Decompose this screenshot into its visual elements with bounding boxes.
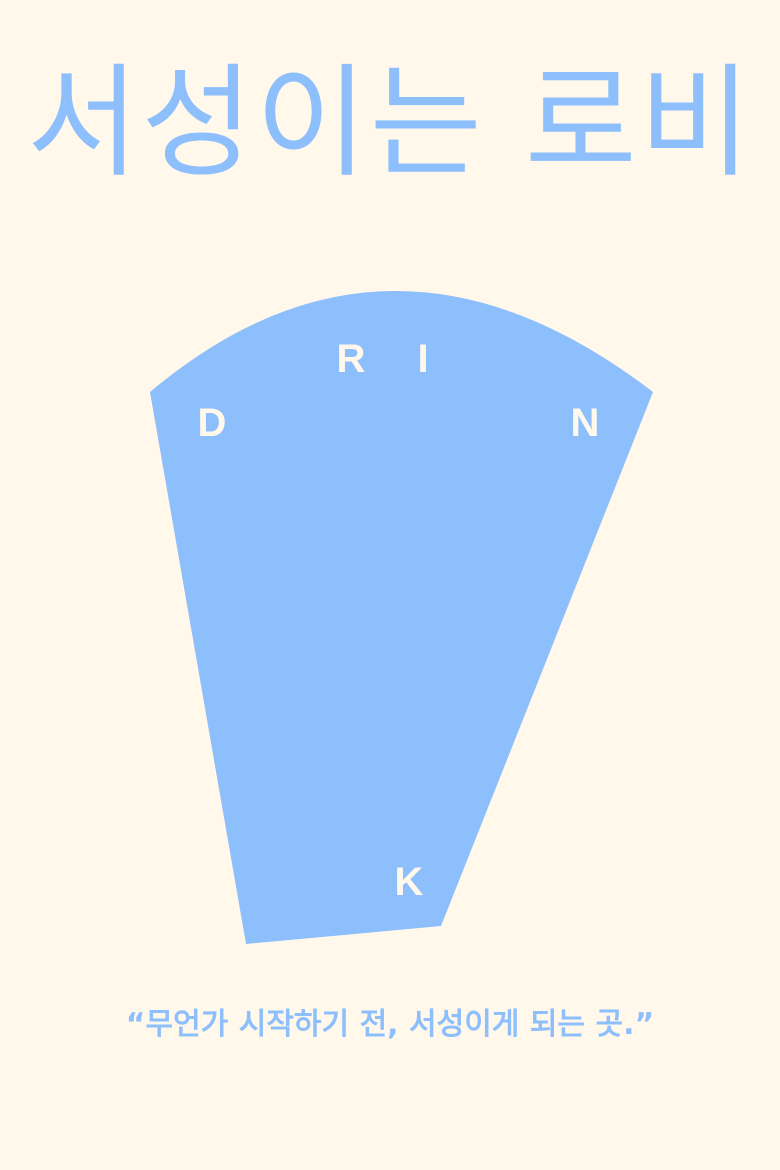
poster-title: 서성이는 로비 — [26, 52, 754, 194]
poster-tagline: “무언가 시작하기 전, 서성이게 되는 곳.” — [125, 1007, 655, 1042]
cup-letter-r: R — [337, 337, 366, 381]
cup-letter-k: K — [395, 860, 424, 904]
cup-letter-d: D — [198, 401, 227, 445]
cup-letter-i: I — [417, 337, 428, 381]
cup-shape — [150, 291, 653, 944]
cup-letter-n: N — [571, 401, 600, 445]
